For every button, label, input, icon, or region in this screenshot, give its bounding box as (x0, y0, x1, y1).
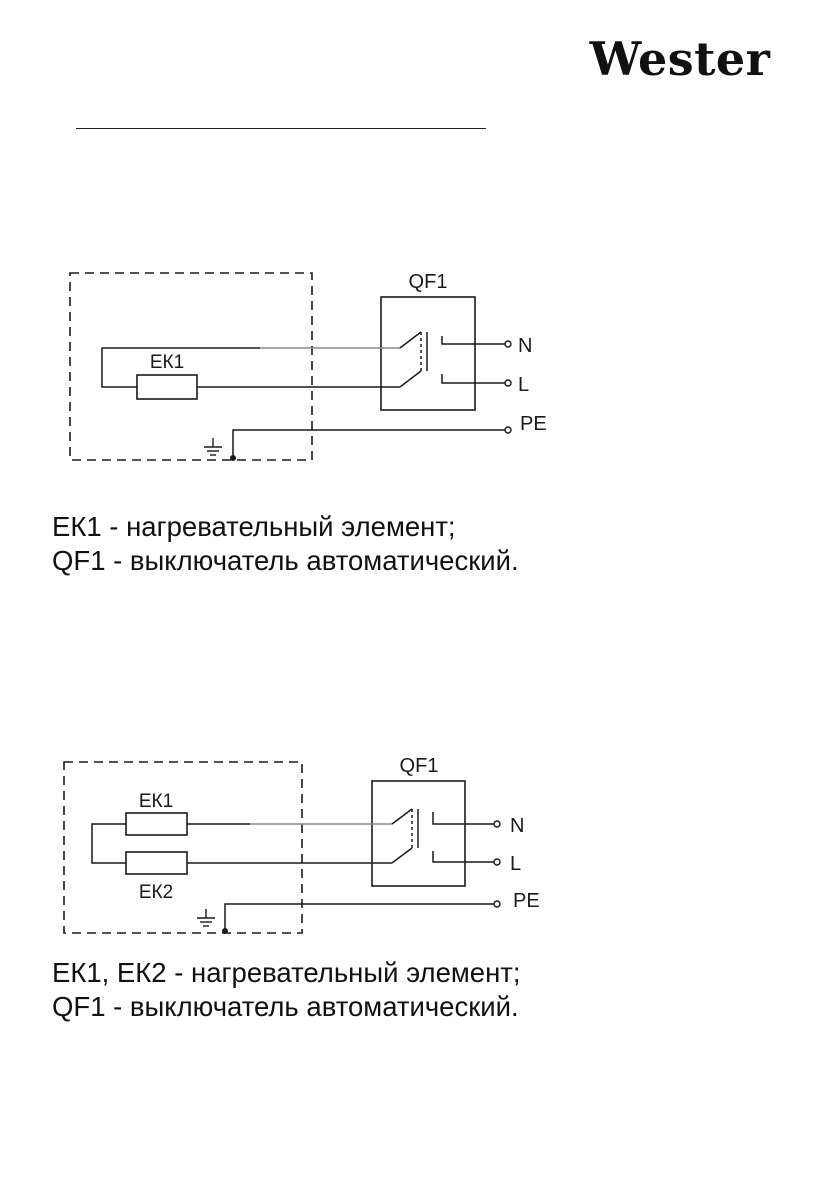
heater-element-ek2 (126, 852, 187, 874)
wiring-diagram-dual-heater: QF1 ЕК1 ЕК2 N L PE (0, 736, 840, 952)
legend-item: ЕК1 - нагревательный элемент; (52, 510, 519, 544)
legend-item: QF1 - выключатель автоматический. (52, 990, 521, 1024)
terminal-l (494, 859, 500, 865)
legend-item: QF1 - выключатель автоматический. (52, 544, 519, 578)
terminal-pe (505, 427, 511, 433)
title-underline (76, 128, 486, 129)
ground-icon (204, 438, 222, 455)
heater-element-ek1 (137, 375, 197, 399)
terminal-pe (494, 901, 500, 907)
terminal-n (494, 821, 500, 827)
breaker-label: QF1 (400, 755, 439, 777)
terminal-label-n: N (518, 335, 532, 357)
heater-enclosure (70, 273, 312, 460)
junction-dot (230, 455, 236, 461)
terminal-l (505, 380, 511, 386)
junction-dot (222, 928, 228, 934)
terminal-label-l: L (510, 853, 521, 875)
heater-enclosure (64, 762, 302, 933)
terminal-label-n: N (510, 815, 524, 837)
wiring-diagram-single-heater: QF1 ЕК1 N L PE (0, 250, 840, 480)
ground-icon (197, 909, 215, 926)
terminal-n (505, 341, 511, 347)
brand-logo: Wester (598, 30, 762, 88)
heater-element-ek1 (126, 813, 187, 835)
heater-label-ek1: ЕК1 (150, 352, 184, 373)
terminal-label-pe: PE (513, 890, 540, 912)
legend-item: ЕК1, ЕК2 - нагревательный элемент; (52, 956, 521, 990)
legend-block-2: ЕК1, ЕК2 - нагревательный элемент; QF1 -… (52, 956, 521, 1024)
terminal-label-pe: PE (520, 413, 547, 435)
breaker-label: QF1 (409, 271, 448, 293)
legend-block-1: ЕК1 - нагревательный элемент; QF1 - выкл… (52, 510, 519, 578)
terminal-label-l: L (518, 374, 529, 396)
breaker-box (381, 297, 475, 410)
heater-label-ek1: ЕК1 (139, 791, 173, 812)
heater-label-ek2: ЕК2 (139, 882, 173, 903)
